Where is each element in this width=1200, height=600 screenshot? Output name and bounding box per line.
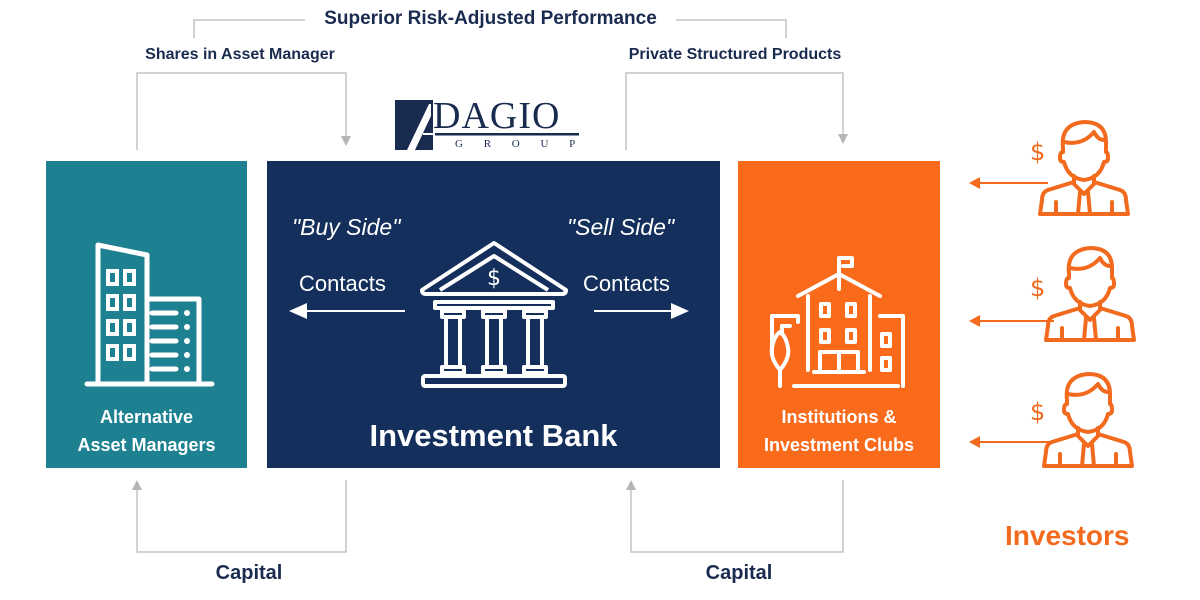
capital-left-label: Capital [215, 562, 283, 584]
investor-item: $ [960, 110, 1160, 220]
arrow-up-icon [132, 480, 142, 490]
logo-text: DAGIO [433, 95, 561, 137]
sell-side-label: "Sell Side" [567, 214, 675, 240]
buy-contacts-label: Contacts [299, 271, 386, 296]
arrow-left-icon [969, 177, 1048, 189]
buy-side-label: "Buy Side" [292, 214, 401, 240]
office-building-icon [84, 242, 215, 387]
arrow-right-icon [594, 303, 689, 319]
asset-managers-line2: Asset Managers [77, 435, 216, 455]
arrow-left-icon [969, 436, 1052, 448]
asset-managers-line1: Alternative [99, 407, 194, 427]
dollar-icon: $ [1030, 138, 1046, 166]
arrow-down-icon [341, 136, 351, 146]
alternative-asset-managers-node: Alternative Asset Managers [46, 161, 247, 468]
institutions-node: Institutions & Investment Clubs [738, 161, 940, 468]
investors-label: Investors [1005, 520, 1130, 551]
investor-person-icon [1038, 120, 1130, 216]
top-performance-label: Superior Risk-Adjusted Performance [324, 8, 657, 29]
school-building-icon [769, 256, 905, 388]
arrow-up-icon [626, 480, 636, 490]
dollar-icon: $ [1030, 398, 1046, 426]
private-products-label: Private Structured Products [628, 46, 842, 63]
investors-group: $ $ [960, 110, 1160, 490]
institutions-line1: Institutions & [781, 407, 897, 427]
capital-right-label: Capital [705, 562, 773, 584]
adagio-logo-mark-icon [395, 100, 579, 150]
dollar-icon: $ [1030, 274, 1046, 302]
investor-item: $ [960, 238, 1160, 348]
investment-bank-title: Investment Bank [369, 418, 618, 453]
logo-subtitle: G R O U P [455, 138, 585, 150]
shares-label: Shares in Asset Manager [145, 46, 335, 63]
arrow-down-icon [838, 134, 848, 144]
arrow-left-icon [289, 303, 405, 319]
arrow-left-icon [969, 315, 1054, 327]
institutions-line2: Investment Clubs [763, 435, 915, 455]
bank-icon: $ [420, 241, 568, 388]
investor-person-icon [1042, 372, 1134, 468]
investor-item: $ [960, 364, 1160, 476]
investor-person-icon [1044, 246, 1136, 342]
investment-bank-node: "Buy Side" "Sell Side" Contacts Contacts… [267, 161, 720, 468]
svg-text:$: $ [487, 266, 501, 291]
sell-contacts-label: Contacts [583, 271, 670, 296]
adagio-logo: DAGIO G R O U P [393, 95, 585, 152]
